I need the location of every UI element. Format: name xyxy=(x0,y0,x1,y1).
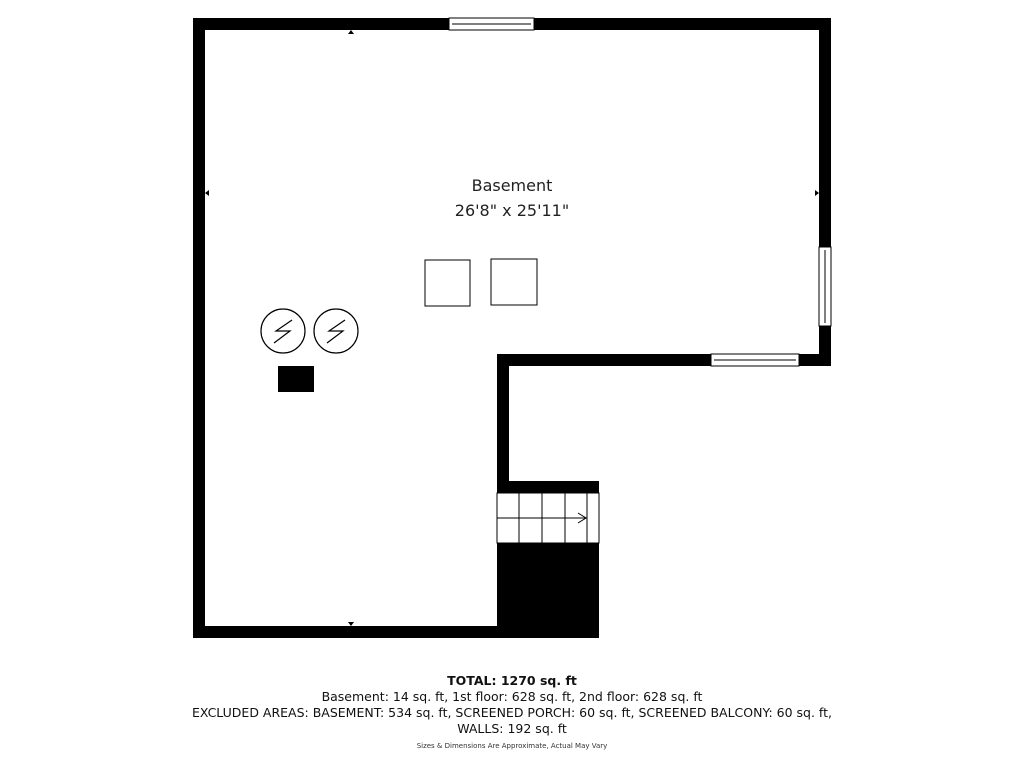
walls-area: WALLS: 192 sq. ft xyxy=(457,721,567,736)
disclaimer: Sizes & Dimensions Are Approximate, Actu… xyxy=(416,742,608,750)
utility-box xyxy=(278,366,314,392)
storage-block xyxy=(497,543,599,638)
water-heater-icon xyxy=(313,308,359,354)
appliance-icon xyxy=(490,258,538,306)
dimension-marker-left xyxy=(205,190,209,196)
arrow-right-icon xyxy=(562,512,587,524)
excluded-areas: EXCLUDED AREAS: BASEMENT: 534 sq. ft, SC… xyxy=(192,705,832,720)
window-inner xyxy=(710,353,800,367)
window-right xyxy=(818,246,832,327)
water-heater-icon xyxy=(260,308,306,354)
staircase xyxy=(496,492,600,544)
total-area: TOTAL: 1270 sq. ft xyxy=(447,673,577,688)
appliance-icon xyxy=(424,259,471,307)
room-name: Basement xyxy=(471,176,553,195)
dimension-marker-right xyxy=(815,190,819,196)
dimension-marker-bottom xyxy=(348,622,354,626)
stair-wall xyxy=(497,481,599,493)
floor-areas: Basement: 14 sq. ft, 1st floor: 628 sq. … xyxy=(321,689,703,704)
room-dimensions: 26'8" x 25'11" xyxy=(454,201,570,220)
dimension-marker-top xyxy=(348,30,354,34)
window-top xyxy=(448,17,535,31)
